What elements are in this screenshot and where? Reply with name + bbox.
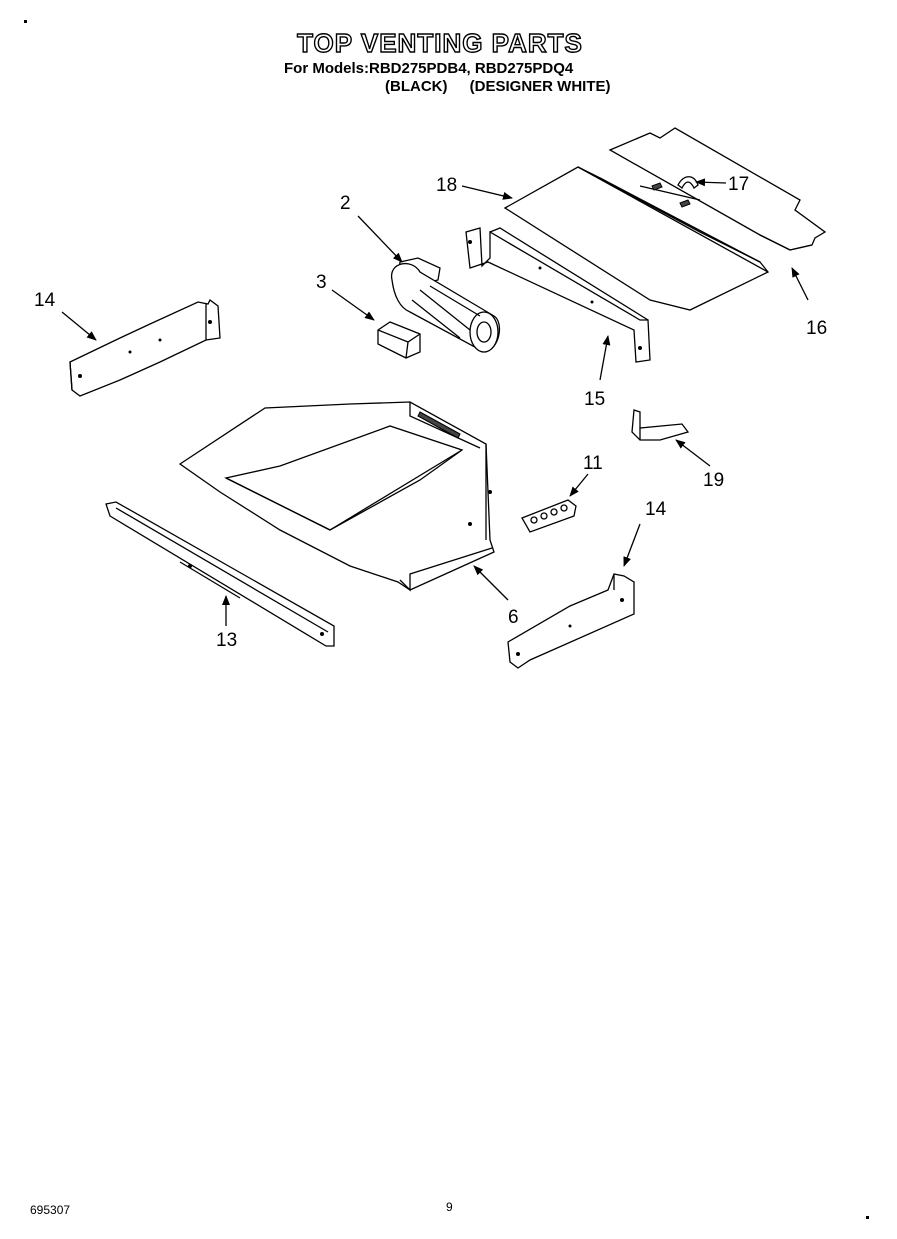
part-16-top-panel [608,127,827,251]
callout-16: 16 [806,318,827,339]
part-11-terminal-block [521,499,577,533]
models-line: For Models:RBD275PDB4, RBD275PDQ4 [284,60,574,77]
callout-17: 17 [728,174,749,195]
callout-3: 3 [316,272,327,293]
leader-3 [331,289,375,321]
page-number: 9 [446,1200,453,1214]
corner-mark [866,1216,869,1219]
callout-18: 18 [436,175,457,196]
part-3-block [377,321,421,359]
callout-14-left: 14 [34,290,56,311]
callout-13: 13 [216,630,237,651]
leader-17 [695,178,727,187]
part-18-duct-plate [503,166,770,311]
part-15-bracket [465,227,651,363]
corner-mark [24,20,27,23]
page-title: TOP VENTING PARTS [296,27,583,58]
callout-2: 2 [340,193,351,214]
part-17-clip [651,176,699,208]
leader-14-right [623,523,641,567]
part-19-small-bracket [631,409,690,441]
leader-18 [461,185,513,200]
part-13-front-trim [105,501,335,647]
part-6-vent-hood [178,401,495,592]
leader-6 [473,565,509,601]
leader-2 [357,215,403,263]
model-variants: (BLACK) (DESIGNER WHITE) [385,78,611,95]
part-14-right-bracket [507,573,635,669]
callout-19: 19 [703,470,724,491]
leader-16 [791,267,809,301]
callout-6: 6 [508,607,519,628]
part-2-blower-motor [391,257,501,353]
leader-arrows [61,178,809,626]
callout-15: 15 [584,389,605,410]
part-14-left-bracket [69,299,221,397]
variant-black: (BLACK) [385,78,448,95]
leader-14-left [61,311,97,341]
callout-11: 11 [583,453,603,474]
document-code: 695307 [30,1203,71,1217]
leader-11 [569,473,589,497]
leader-19 [675,439,711,467]
callout-14-right: 14 [645,499,667,520]
variant-white: (DESIGNER WHITE) [469,78,611,95]
leader-15 [599,335,611,381]
